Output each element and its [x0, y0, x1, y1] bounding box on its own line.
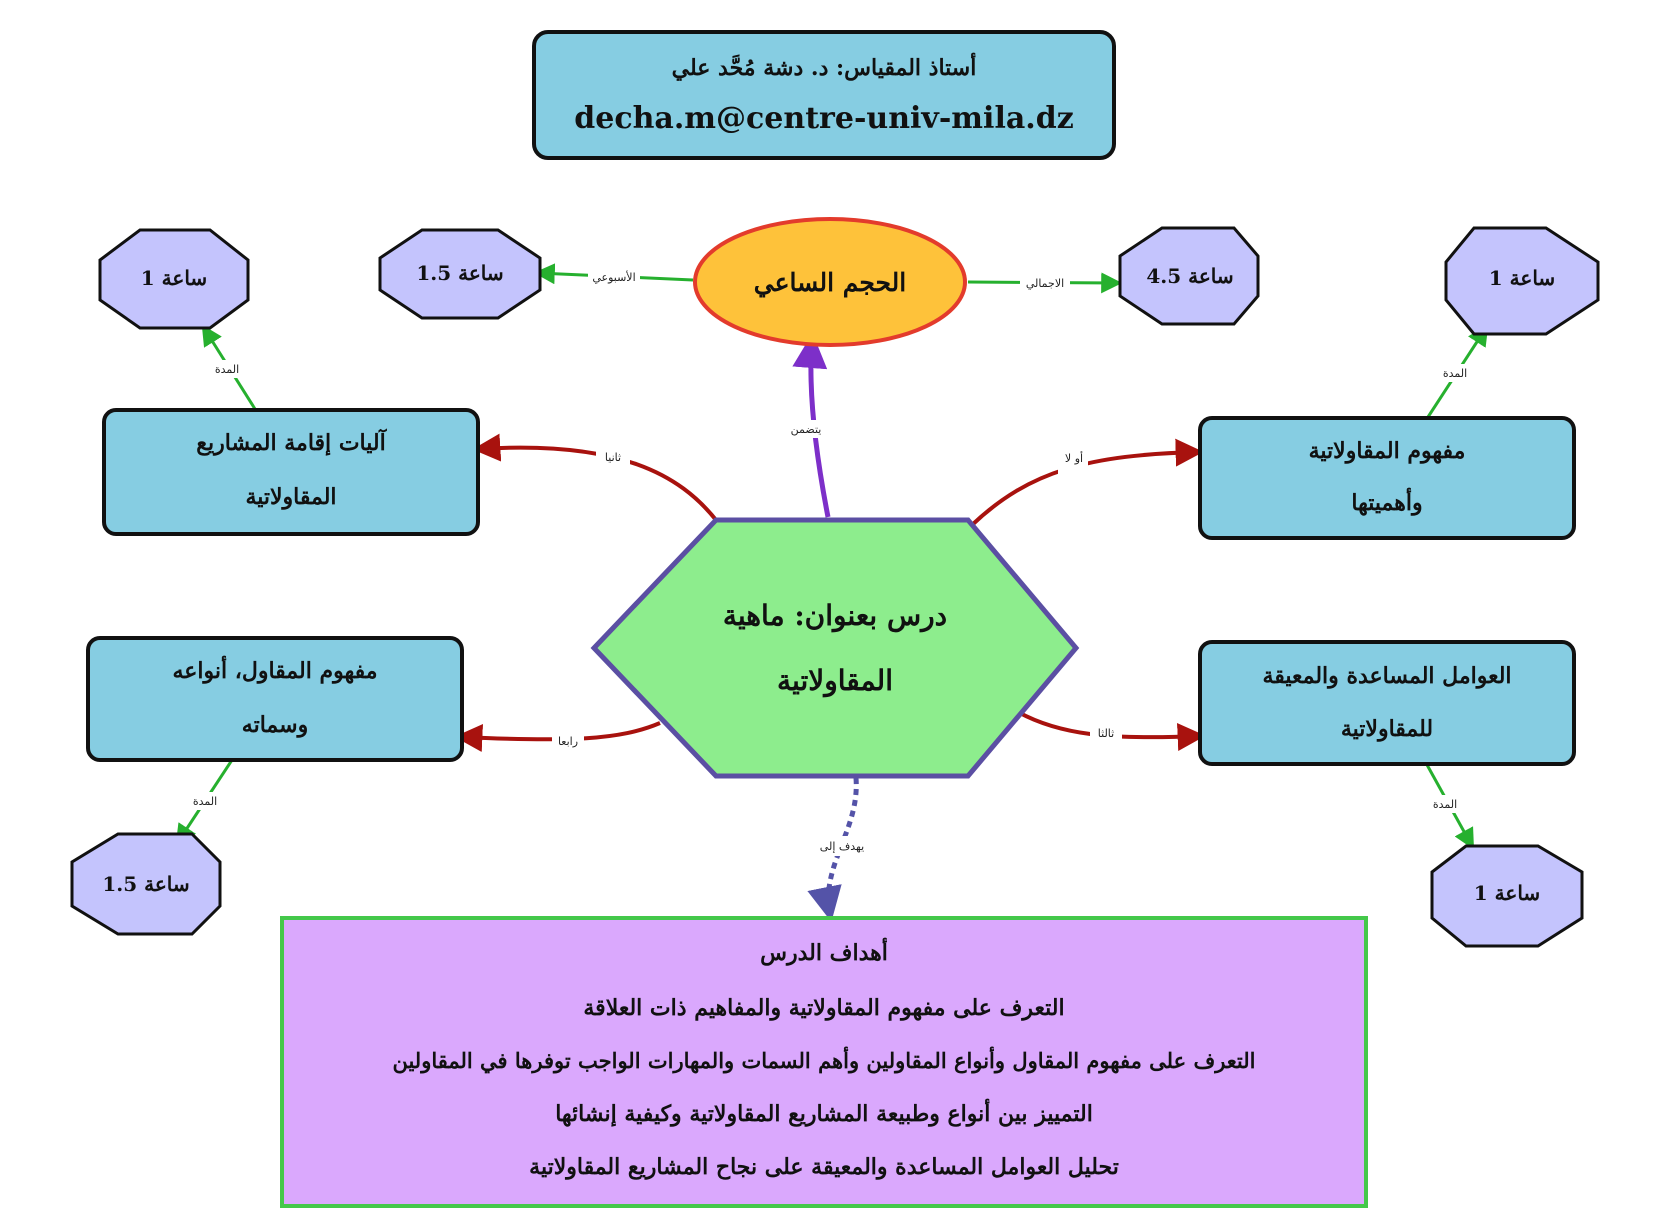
edge-label-weekly: الأسبوعي [592, 270, 635, 284]
edge-total: الاجمالي [967, 272, 1123, 294]
first-duration-node: ساعة 1 [1444, 226, 1600, 336]
edge-third: ثالثا [1017, 710, 1206, 751]
lesson-title-line1: درس بعنوان: ماهية [723, 599, 947, 633]
edge-label-third-duration: المدة [1433, 798, 1457, 811]
edge-second-duration: المدة [201, 324, 257, 410]
total-hours-node: ساعة 4.5 [1118, 226, 1260, 326]
edge-first: أو لا [970, 436, 1204, 527]
topic-second: آليات إقامة المشاريع المقاولاتية [102, 408, 480, 536]
topic-third: العوامل المساعدة والمعيقة للمقاولاتية [1198, 640, 1576, 766]
edge-fourth-duration: المدة [175, 759, 234, 846]
fourth-duration-value: ساعة 1.5 [102, 872, 189, 896]
edge-label-second-duration: المدة [215, 363, 239, 376]
edge-first-duration: المدة [1426, 324, 1489, 418]
instructor-email: decha.m@centre-univ-mila.dz [574, 101, 1073, 136]
goal-item: تحليل العوامل المساعدة والمعيقة على نجاح… [529, 1154, 1119, 1180]
fourth-duration-node: ساعة 1.5 [70, 832, 222, 936]
weekly-hours-value: ساعة 1.5 [416, 261, 503, 285]
edge-second: ثانيا [472, 433, 718, 522]
instructor-header: أستاذ المقياس: د. دشة مُحَّد علي decha.m… [532, 30, 1116, 160]
topic-fourth-line1: مفهوم المقاول، أنواعه [172, 655, 377, 684]
second-duration-node: ساعة 1 [98, 228, 250, 330]
topic-first-line2: وأهميتها [1351, 487, 1422, 516]
topic-first: مفهوم المقاولاتية وأهميتها [1198, 416, 1576, 540]
edge-third-duration: المدة [1424, 762, 1475, 850]
topic-second-line1: آليات إقامة المشاريع [196, 428, 387, 457]
total-hours-value: ساعة 4.5 [1146, 264, 1233, 288]
instructor-name: أستاذ المقياس: د. دشة مُحَّد علي [672, 52, 977, 81]
third-duration-value: ساعة 1 [1474, 881, 1540, 905]
goal-item: التمييز بين أنواع وطبيعة المشاريع المقاو… [555, 1098, 1093, 1128]
goal-item: التعرف على مفهوم المقاول وأنواع المقاولي… [392, 1046, 1255, 1074]
third-duration-node: ساعة 1 [1430, 844, 1584, 948]
topic-third-line2: للمقاولاتية [1341, 716, 1433, 742]
edge-label-fourth: رابعا [558, 735, 578, 748]
topic-first-line1: مفهوم المقاولاتية [1309, 438, 1466, 464]
goal-item: التعرف على مفهوم المقاولاتية والمفاهيم ذ… [583, 995, 1064, 1021]
edge-label-goals: يهدف إلى [820, 840, 864, 853]
topic-second-line2: المقاولاتية [245, 484, 336, 510]
hours-node: الحجم الساعي [693, 217, 967, 347]
edge-label-fourth-duration: المدة [193, 795, 217, 808]
edge-label-first: أو لا [1065, 451, 1083, 465]
topic-fourth: مفهوم المقاول، أنواعه وسماته [86, 636, 464, 762]
lesson-center-node: درس بعنوان: ماهية المقاولاتية [590, 517, 1080, 779]
edge-includes: يتضمن [788, 333, 831, 518]
goals-title: أهداف الدرس [760, 937, 888, 966]
second-duration-value: ساعة 1 [141, 266, 207, 290]
topic-fourth-line2: وسماته [242, 712, 308, 738]
edge-label-third: ثالثا [1098, 727, 1114, 740]
lesson-title-line2: المقاولاتية [777, 664, 893, 698]
edge-label-total: الاجمالي [1026, 277, 1064, 290]
topic-third-line1: العوامل المساعدة والمعيقة [1262, 663, 1511, 689]
edge-label-second: ثانيا [605, 451, 621, 464]
goals-box: أهداف الدرس التعرف على مفهوم المقاولاتية… [280, 916, 1368, 1208]
weekly-hours-node: ساعة 1.5 [378, 228, 542, 320]
edge-weekly: الأسبوعي [533, 263, 694, 286]
edge-fourth: رابعا [454, 721, 661, 753]
edge-label-includes: يتضمن [791, 423, 822, 436]
hours-title: الحجم الساعي [754, 268, 906, 298]
edge-label-first-duration: المدة [1443, 367, 1467, 380]
edge-goals: يهدف إلى [807, 777, 876, 922]
first-duration-value: ساعة 1 [1489, 266, 1555, 290]
